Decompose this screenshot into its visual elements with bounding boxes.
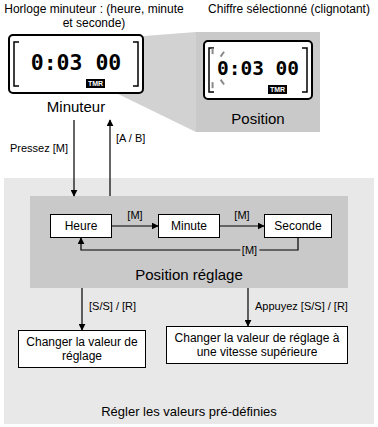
flow-arrow: [109, 120, 110, 196]
edge-label: Appuyez [S/S] / [R]: [253, 300, 350, 313]
bracket-left: [209, 48, 214, 92]
edge-label: [M]: [125, 209, 144, 222]
display-digits: 0:03 00: [205, 57, 311, 80]
lcd-frame: 0:03 00 TMR: [203, 40, 313, 100]
callout-label: Horloge minuteur : (heure, minute et sec…: [2, 2, 186, 30]
display-caption: Minuteur: [8, 98, 144, 116]
process-box: Changer la valeur de réglage: [18, 330, 146, 368]
edge-label: [S/S] / [R]: [87, 300, 138, 313]
edge-label: Pressez [M]: [8, 142, 70, 155]
display-digits: 0:03 00: [10, 50, 142, 75]
blink-ray: [221, 80, 224, 85]
bracket-right: [133, 42, 138, 86]
box-text: Heure: [56, 219, 106, 233]
flow-arrow: [81, 238, 298, 250]
edge-label: [A / B]: [114, 132, 147, 145]
edge-label: [M]: [232, 209, 251, 222]
box-text: Seconde: [270, 219, 326, 233]
lcd-display: 0:03 00 TMR: [203, 40, 313, 100]
zoom-panel: 0:03 00 TMR Position: [196, 32, 320, 132]
callout-label: Chiffre sélectionné (clignotant): [204, 2, 374, 16]
flow-arrow: [112, 225, 158, 226]
process-box: Seconde: [264, 214, 332, 238]
process-box: Changer la valeur de réglage à une vites…: [166, 326, 348, 364]
lcd-frame: 0:03 00 TMR: [8, 34, 144, 94]
lcd-display: 0:03 00 TMR Minuteur: [8, 34, 144, 120]
mode-indicator: TMR: [268, 85, 287, 94]
region-caption: Position réglage: [30, 266, 348, 284]
flow-arrow: [73, 120, 74, 196]
ground-fill: [30, 196, 348, 288]
panel-caption: Position: [196, 110, 320, 128]
group-region: Heure Minute SecondePosition réglage: [30, 196, 348, 288]
bracket-right: [302, 48, 307, 92]
flow-arrow: [247, 288, 248, 326]
blink-ray: [212, 48, 214, 54]
box-text: Minute: [164, 219, 214, 233]
flow-arrow: [81, 288, 82, 330]
blink-ray: [221, 52, 224, 57]
box-text: Changer la valeur de réglage à une vites…: [172, 331, 342, 359]
blink-ray: [212, 82, 214, 88]
ground-fill: [196, 32, 320, 132]
edge-label: [M]: [240, 244, 259, 257]
box-text: Changer la valeur de réglage: [24, 335, 140, 363]
ground-fill: [4, 178, 374, 424]
flow-arrow: [220, 225, 264, 226]
process-box: Heure: [50, 214, 112, 238]
mode-indicator: TMR: [86, 79, 105, 88]
process-box: Minute: [158, 214, 220, 238]
bracket-left: [14, 42, 19, 86]
region-caption: Régler les valeurs pré-définies: [4, 404, 374, 420]
